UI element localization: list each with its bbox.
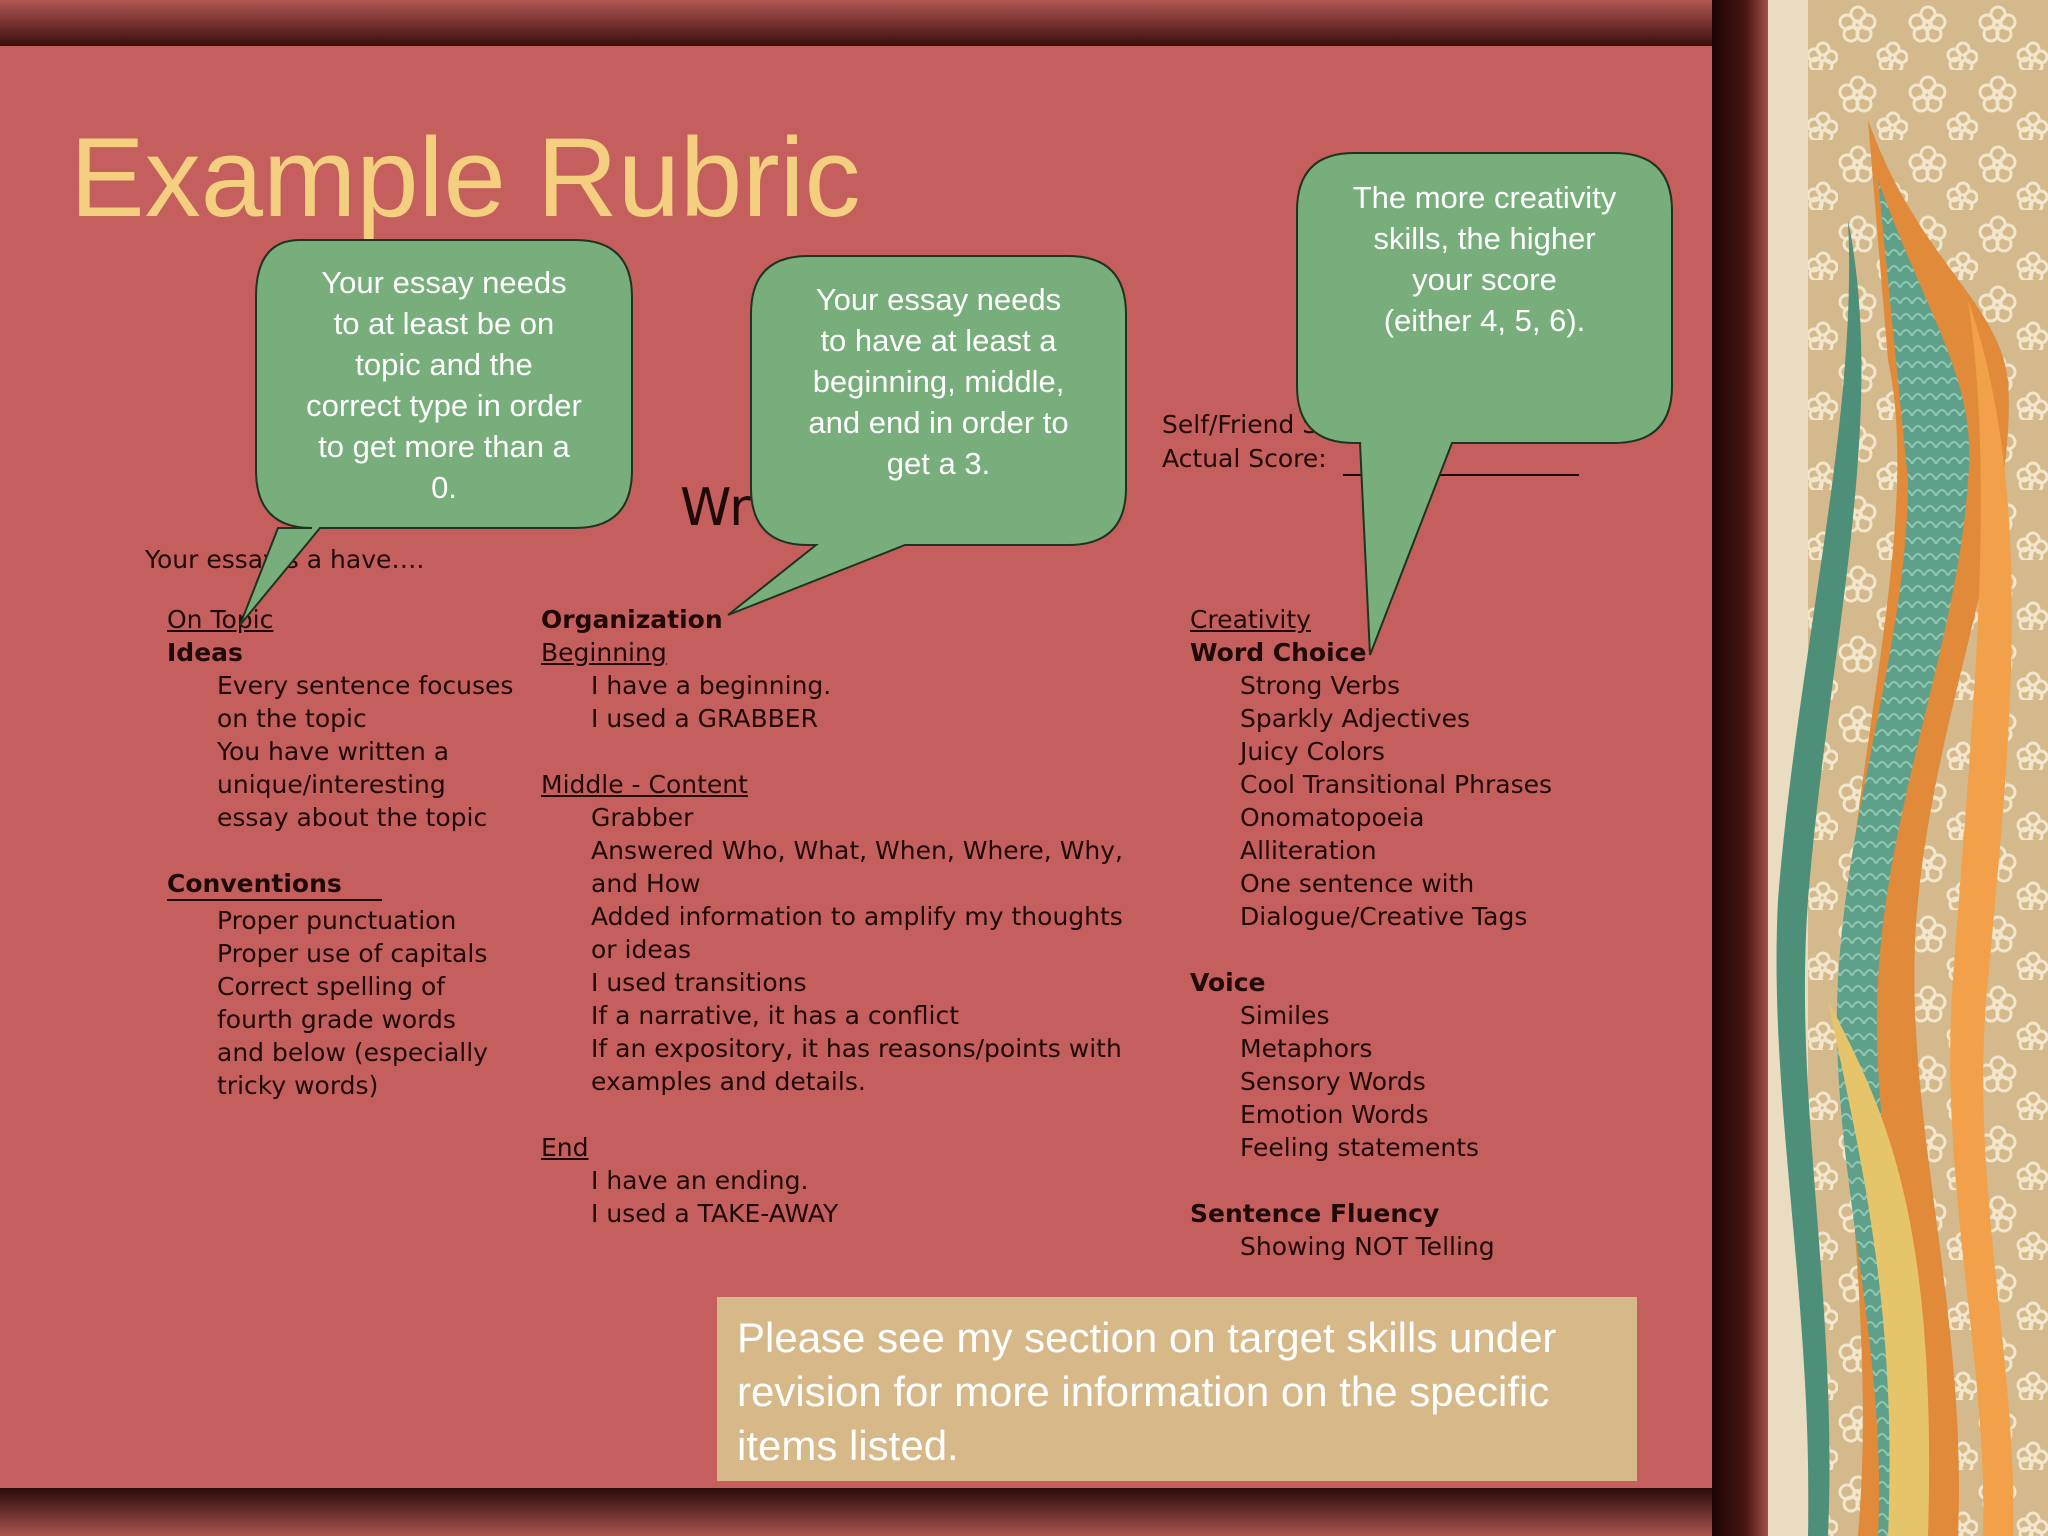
- right-bubble-shape: [1296, 152, 1673, 656]
- list-item: or ideas: [591, 935, 692, 964]
- list-item: I used a GRABBER: [591, 704, 818, 733]
- list-item: examples and details.: [591, 1067, 866, 1096]
- list-item: Onomatopoeia: [1240, 803, 1425, 832]
- organization-heading: Organization: [541, 605, 723, 634]
- actual-score-line: [1342, 454, 1579, 476]
- list-item: Proper use of capitals: [217, 939, 488, 968]
- middle-bubble-text: Your essay needs to have at least a begi…: [808, 282, 1069, 481]
- end-heading: End: [541, 1133, 589, 1162]
- list-item: Added information to amplify my thoughts: [591, 902, 1123, 931]
- list-item: If a narrative, it has a conflict: [591, 1001, 960, 1030]
- list-item: Correct spelling of: [217, 972, 446, 1001]
- creativity-heading: Creativity: [1190, 605, 1311, 634]
- left-bubble-text: Your essay needs to at least be on topic…: [306, 265, 582, 505]
- list-item: You have written a: [217, 737, 450, 766]
- word-choice-heading: Word Choice: [1190, 638, 1367, 667]
- rubric-heading-fragment: Wr: [680, 478, 751, 538]
- list-item: Emotion Words: [1240, 1100, 1429, 1129]
- list-item: Showing NOT Telling: [1240, 1232, 1495, 1261]
- rubric-column-organization: Organization Beginning I have a beginnin…: [541, 603, 1123, 1230]
- list-item: and How: [591, 869, 701, 898]
- list-item: tricky words): [217, 1071, 379, 1100]
- rubric-column-ideas: On Topic Ideas Every sentence focuses on…: [167, 603, 513, 1102]
- on-topic-heading: On Topic: [167, 605, 274, 634]
- decorative-side-panel: [1768, 0, 2048, 1536]
- ribbon-decoration: [1768, 0, 2048, 1536]
- list-item: One sentence with: [1240, 869, 1475, 898]
- list-item: I have an ending.: [591, 1166, 809, 1195]
- list-item: If an expository, it has reasons/points …: [591, 1034, 1122, 1063]
- actual-score-label: Actual Score:: [1162, 444, 1335, 473]
- frame-top-edge: [0, 0, 1768, 46]
- list-item: Every sentence focuses: [217, 671, 514, 700]
- list-item: Sparkly Adjectives: [1240, 704, 1471, 733]
- conventions-heading: Conventions: [167, 869, 382, 901]
- list-item: Proper punctuation: [217, 906, 457, 935]
- list-item: on the topic: [217, 704, 367, 733]
- right-bubble-text: The more creativity skills, the higher y…: [1352, 180, 1617, 338]
- sentence-fluency-heading: Sentence Fluency: [1190, 1199, 1440, 1228]
- list-item: Strong Verbs: [1240, 671, 1401, 700]
- list-item: I have a beginning.: [591, 671, 832, 700]
- list-item: Sensory Words: [1240, 1067, 1426, 1096]
- rubric-column-creativity: Creativity Word Choice Strong Verbs Spar…: [1190, 603, 1552, 1263]
- list-item: Cool Transitional Phrases: [1240, 770, 1552, 799]
- list-item: unique/interesting: [217, 770, 446, 799]
- list-item: essay about the topic: [217, 803, 488, 832]
- frame-bottom-edge: [0, 1488, 1768, 1536]
- left-bubble-shape: [239, 239, 633, 626]
- frame-right-edge: [1712, 0, 1768, 1536]
- slide-title: Example Rubric: [70, 115, 861, 240]
- list-item: and below (especially: [217, 1038, 488, 1067]
- list-item: Feeling statements: [1240, 1133, 1480, 1162]
- revision-note-box: Please see my section on target skills u…: [717, 1297, 1637, 1481]
- list-item: Metaphors: [1240, 1034, 1373, 1063]
- middle-heading: Middle - Content: [541, 770, 748, 799]
- revision-note-text: Please see my section on target skills u…: [737, 1314, 1557, 1469]
- actual-score-row: Actual Score:: [1162, 442, 1579, 476]
- middle-bubble-shape: [727, 255, 1127, 616]
- list-item: I used a TAKE-AWAY: [591, 1199, 839, 1228]
- beginning-heading: Beginning: [541, 638, 667, 667]
- list-item: Juicy Colors: [1240, 737, 1385, 766]
- list-item: fourth grade words: [217, 1005, 456, 1034]
- list-item: I used transitions: [591, 968, 807, 997]
- ideas-heading: Ideas: [167, 638, 243, 667]
- list-item: Alliteration: [1240, 836, 1377, 865]
- voice-heading: Voice: [1190, 968, 1266, 997]
- list-item: Answered Who, What, When, Where, Why,: [591, 836, 1123, 865]
- list-item: Dialogue/Creative Tags: [1240, 902, 1528, 931]
- list-item: Grabber: [591, 803, 694, 832]
- list-item: Similes: [1240, 1001, 1330, 1030]
